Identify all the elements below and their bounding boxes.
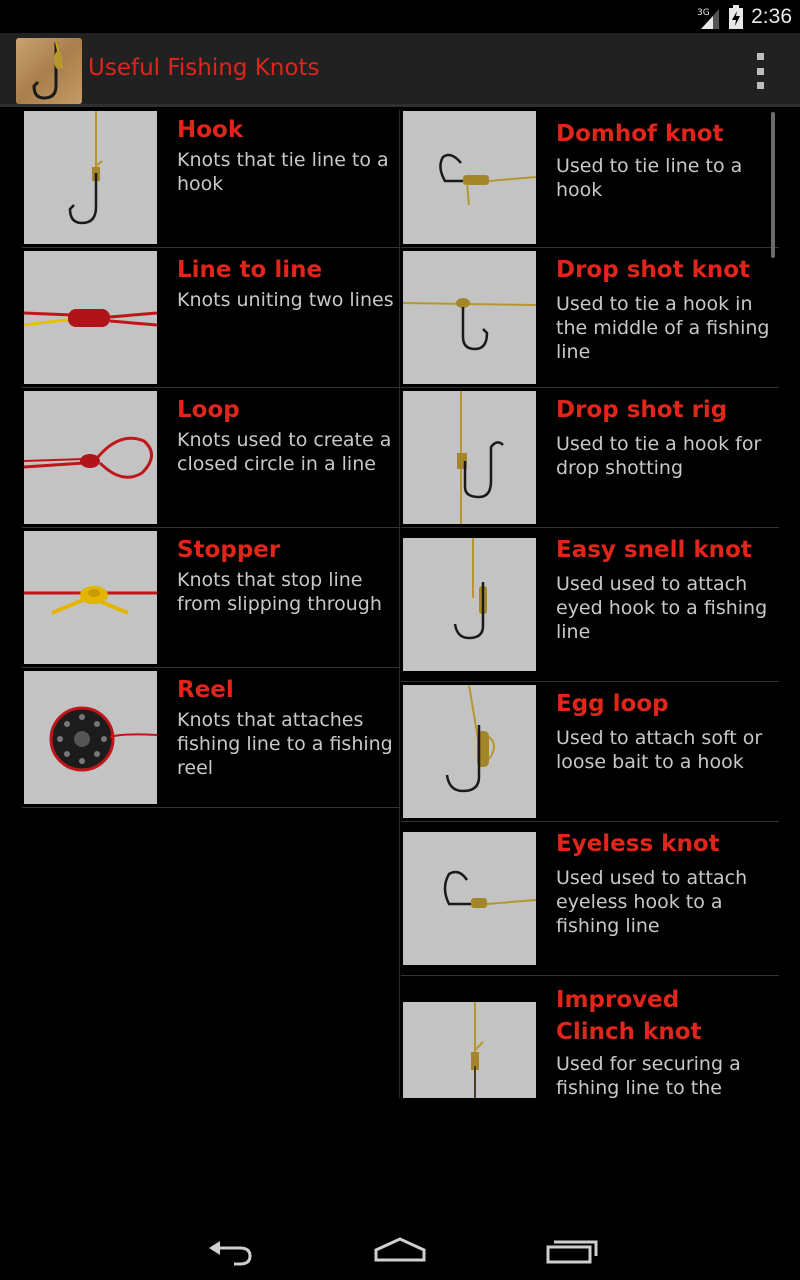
list-item-title: Drop shot rig (556, 397, 728, 423)
list-item-drop-shot-rig[interactable]: Drop shot rig Used to tie a hook for dro… (401, 388, 779, 528)
list-item-description: Knots that tie line to a hook (177, 149, 389, 195)
list-item-description: Knots used to create a closed circle in … (177, 429, 392, 475)
list-item-reel[interactable]: Reel Knots that attaches fishing line to… (22, 668, 399, 808)
reel-knot-thumbnail (24, 671, 157, 804)
back-icon[interactable] (200, 1224, 260, 1268)
list-item-title: Hook (177, 117, 244, 143)
column-divider (399, 110, 400, 1098)
battery-charging-icon (729, 5, 744, 29)
list-item-drop-shot-knot[interactable]: Drop shot knot Used to tie a hook in the… (401, 248, 779, 388)
list-item-description: Knots that stop line from slipping throu… (177, 569, 382, 615)
action-bar: Useful Fishing Knots (0, 33, 800, 107)
list-item-description: Knots uniting two lines (177, 289, 394, 311)
drop-shot-rig-thumbnail (403, 391, 536, 524)
home-icon[interactable] (370, 1224, 430, 1268)
list-item-description: Used for securing a fishing line to the (556, 1053, 741, 1098)
list-item-title: Loop (177, 397, 240, 423)
recent-apps-icon[interactable] (542, 1224, 602, 1268)
list-item-description: Used to tie line to a hook (556, 155, 743, 201)
signal-3g-icon: 3G (697, 8, 720, 29)
loop-knot-thumbnail (24, 391, 157, 524)
domhof-knot-thumbnail (403, 111, 536, 244)
list-item-title: Domhof knot (556, 121, 724, 147)
improved-clinch-knot-thumbnail (403, 1002, 536, 1098)
list-item-loop[interactable]: Loop Knots used to create a closed circl… (22, 388, 399, 528)
navigation-bar (0, 1212, 800, 1280)
list-item-eyeless-knot[interactable]: Eyeless knot Used used to attach eyeless… (401, 822, 779, 976)
list-item-stopper[interactable]: Stopper Knots that stop line from slippi… (22, 528, 399, 668)
list-item-domhof-knot[interactable]: Domhof knot Used to tie line to a hook (401, 110, 779, 248)
overflow-menu-icon[interactable] (752, 53, 768, 89)
list-item-description: Used used to attach eyed hook to a fishi… (556, 573, 768, 643)
easy-snell-knot-thumbnail (403, 538, 536, 671)
list-item-description: Used used to attach eyeless hook to a fi… (556, 867, 748, 937)
status-time: 2:36 (751, 5, 792, 28)
list-item-title: Egg loop (556, 691, 669, 717)
scrollbar[interactable] (771, 112, 775, 258)
eyeless-knot-thumbnail (403, 832, 536, 965)
list-item-title: Reel (177, 677, 234, 703)
knot-list: Domhof knot Used to tie line to a hook D… (401, 110, 779, 1098)
list-item-description: Used to tie a hook in the middle of a fi… (556, 293, 770, 363)
list-item-title: Line to line (177, 257, 323, 283)
list-item-improved-clinch-knot[interactable]: Improved Clinch knot Used for securing a… (401, 976, 779, 1098)
category-list: Hook Knots that tie line to a hook Line … (22, 110, 399, 808)
list-item-title: Improved Clinch knot (556, 987, 702, 1045)
list-item-title: Stopper (177, 537, 281, 563)
status-icons: 3G 2:36 (697, 4, 792, 30)
list-item-line-to-line[interactable]: Line to line Knots uniting two lines (22, 248, 399, 388)
list-item-egg-loop[interactable]: Egg loop Used to attach soft or loose ba… (401, 682, 779, 822)
line-to-line-thumbnail (24, 251, 157, 384)
list-item-easy-snell-knot[interactable]: Easy snell knot Used used to attach eyed… (401, 528, 779, 682)
svg-text:3G: 3G (697, 8, 710, 18)
knot-category-lists: Hook Knots that tie line to a hook Line … (0, 110, 800, 1098)
fishing-hook-logo-icon[interactable] (16, 38, 82, 104)
egg-loop-thumbnail (403, 685, 536, 818)
list-item-description: Knots that attaches fishing line to a fi… (177, 709, 393, 779)
hook-knot-thumbnail (24, 111, 157, 244)
list-item-description: Used to attach soft or loose bait to a h… (556, 727, 763, 773)
list-item-description: Used to tie a hook for drop shotting (556, 433, 762, 479)
list-item-hook[interactable]: Hook Knots that tie line to a hook (22, 110, 399, 248)
list-item-title: Easy snell knot (556, 537, 752, 563)
status-bar: 3G 2:36 (0, 0, 800, 33)
drop-shot-knot-thumbnail (403, 251, 536, 384)
stopper-knot-thumbnail (24, 531, 157, 664)
list-item-title: Drop shot knot (556, 257, 751, 283)
list-item-title: Eyeless knot (556, 831, 720, 857)
app-title: Useful Fishing Knots (88, 55, 320, 81)
